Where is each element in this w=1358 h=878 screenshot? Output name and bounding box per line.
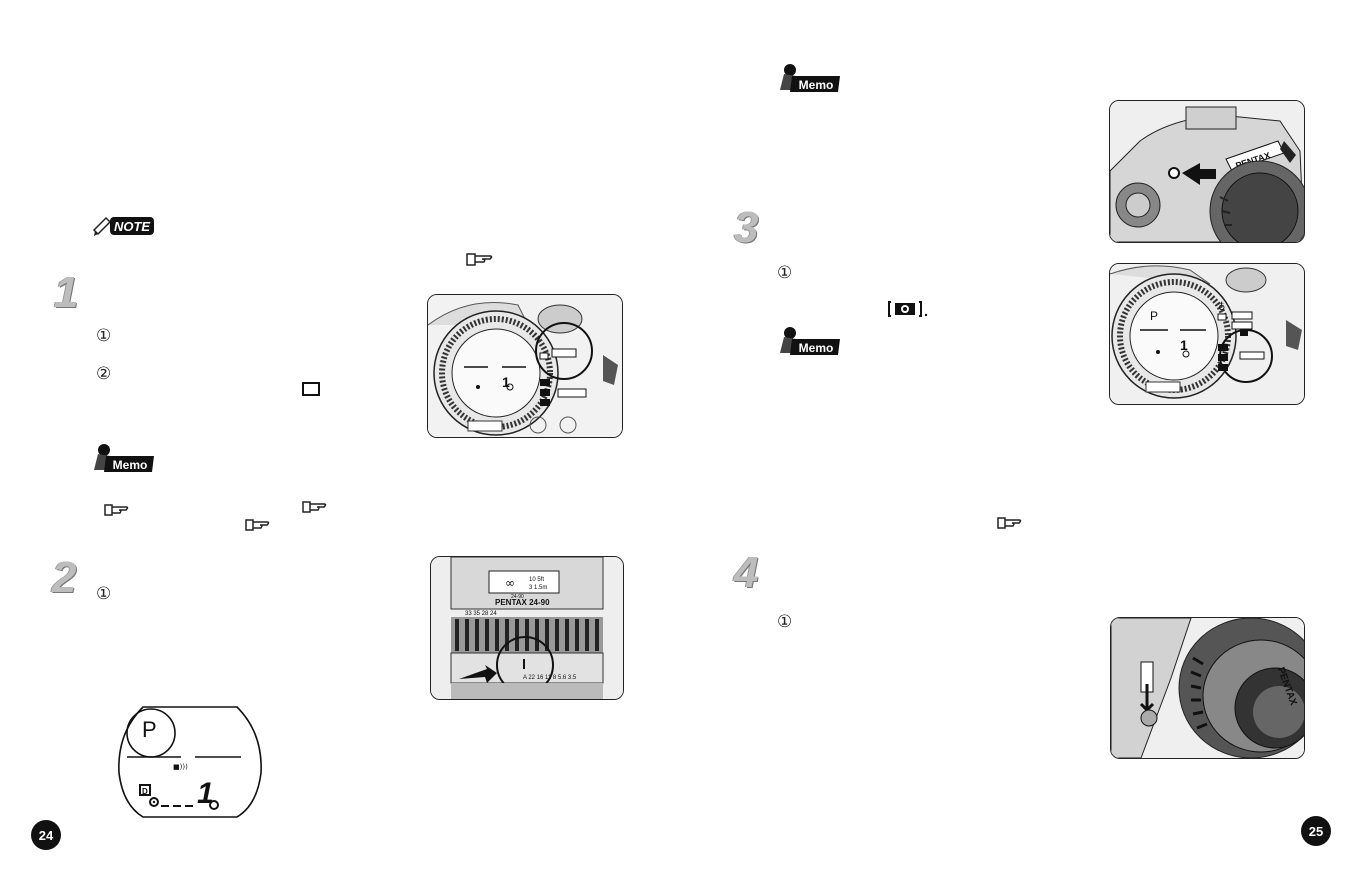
svg-text:Memo: Memo — [799, 341, 834, 355]
svg-text:1: 1 — [502, 374, 510, 390]
svg-text:D: D — [142, 787, 148, 796]
hand-pointer-icon — [302, 500, 328, 519]
svg-text:♁: ♁ — [1218, 301, 1225, 313]
lens-side-figure: PENTAX — [1110, 617, 1305, 759]
memo-icon: Memo — [778, 60, 844, 99]
step-number-1: 1 — [54, 268, 79, 317]
svg-text:Memo: Memo — [113, 458, 148, 472]
lcd-panel-figure: P ■))) 1 D — [115, 703, 265, 821]
step-number-2: 2 — [52, 553, 77, 602]
svg-text:10 5ft: 10 5ft — [529, 577, 544, 583]
single-frame-icon — [302, 382, 320, 396]
step-number-4: 4 — [734, 548, 759, 597]
svg-text:24-90: 24-90 — [511, 594, 524, 600]
self-timer-symbol — [888, 300, 948, 318]
svg-text:Memo: Memo — [799, 78, 834, 92]
hand-pointer-icon — [466, 251, 494, 267]
step-number-3: 3 — [734, 203, 759, 252]
svg-text:P: P — [142, 717, 157, 742]
page-number-right: 25 — [1301, 816, 1331, 846]
svg-text:P: P — [1150, 309, 1158, 323]
svg-text:1: 1 — [1180, 337, 1188, 353]
camera-dial-figure: 1 — [427, 294, 623, 438]
memo-icon: Memo — [778, 323, 844, 362]
page-number-left: 24 — [31, 820, 61, 850]
circled-number-1: ① — [96, 584, 112, 604]
circled-number-1: ① — [96, 326, 112, 346]
svg-text:∞: ∞ — [505, 576, 515, 590]
circled-number-2: ② — [96, 364, 112, 384]
svg-text:33 35 28 24: 33 35 28 24 — [465, 611, 497, 617]
lens-figure: ∞ 10 5ft 3 1.5m 24-90 PENTAX 24-90 33 35… — [430, 556, 624, 700]
hand-pointer-icon — [245, 518, 271, 537]
camera-mode-dial-figure: P 1 ♁ — [1109, 263, 1305, 405]
svg-text:NOTE: NOTE — [114, 219, 150, 234]
circled-number-1: ① — [777, 263, 793, 283]
camera-front-figure: PENTAX — [1109, 100, 1305, 243]
memo-icon: Memo — [92, 440, 158, 479]
hand-pointer-icon — [997, 516, 1023, 535]
circled-number-1: ① — [777, 612, 793, 632]
svg-text:PENTAX 24-90: PENTAX 24-90 — [495, 598, 550, 607]
hand-pointer-icon — [104, 503, 130, 522]
svg-text:3 1.5m: 3 1.5m — [529, 585, 547, 591]
svg-text:1: 1 — [197, 777, 214, 810]
svg-text:■))): ■))) — [173, 763, 188, 771]
note-icon: NOTE — [92, 212, 156, 238]
